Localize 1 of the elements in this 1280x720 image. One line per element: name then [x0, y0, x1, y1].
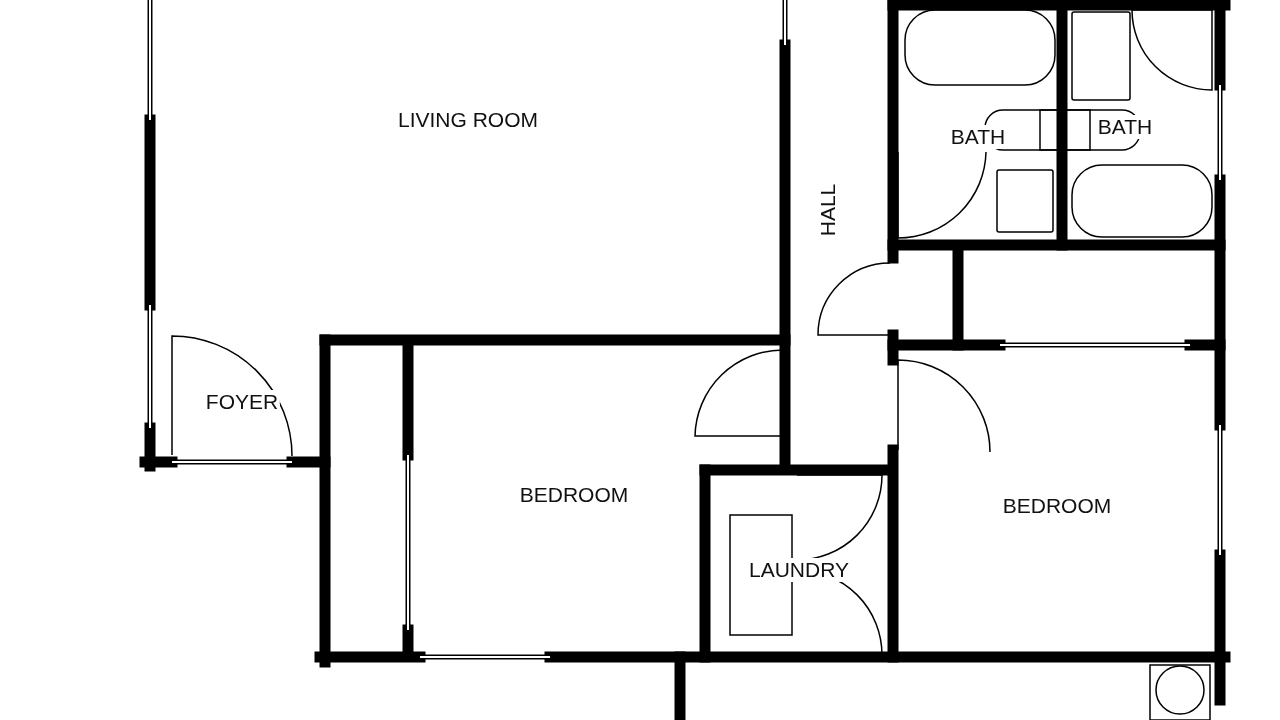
room-label: LAUNDRY: [747, 558, 851, 582]
